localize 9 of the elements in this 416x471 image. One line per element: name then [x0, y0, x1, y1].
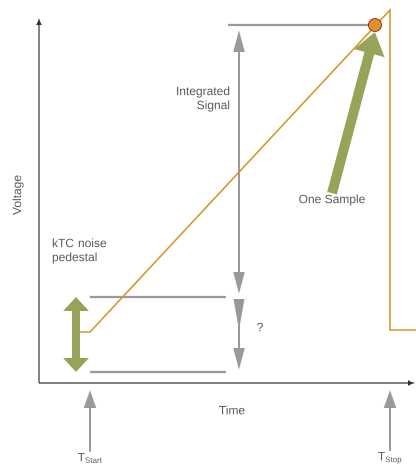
time-marker: T$_{Start}$	[78, 452, 102, 464]
dimension-label: Integrated Signal	[177, 86, 230, 112]
sample-dot	[368, 18, 382, 32]
text-label: One Sample	[299, 194, 365, 206]
time-marker: T$_{Stop}$	[378, 452, 402, 464]
dimension-label: ?	[257, 322, 263, 332]
axis-label: Voltage	[12, 176, 24, 215]
axis-label: Time	[219, 406, 245, 414]
text-label: kTC noise pedestal	[52, 238, 106, 264]
